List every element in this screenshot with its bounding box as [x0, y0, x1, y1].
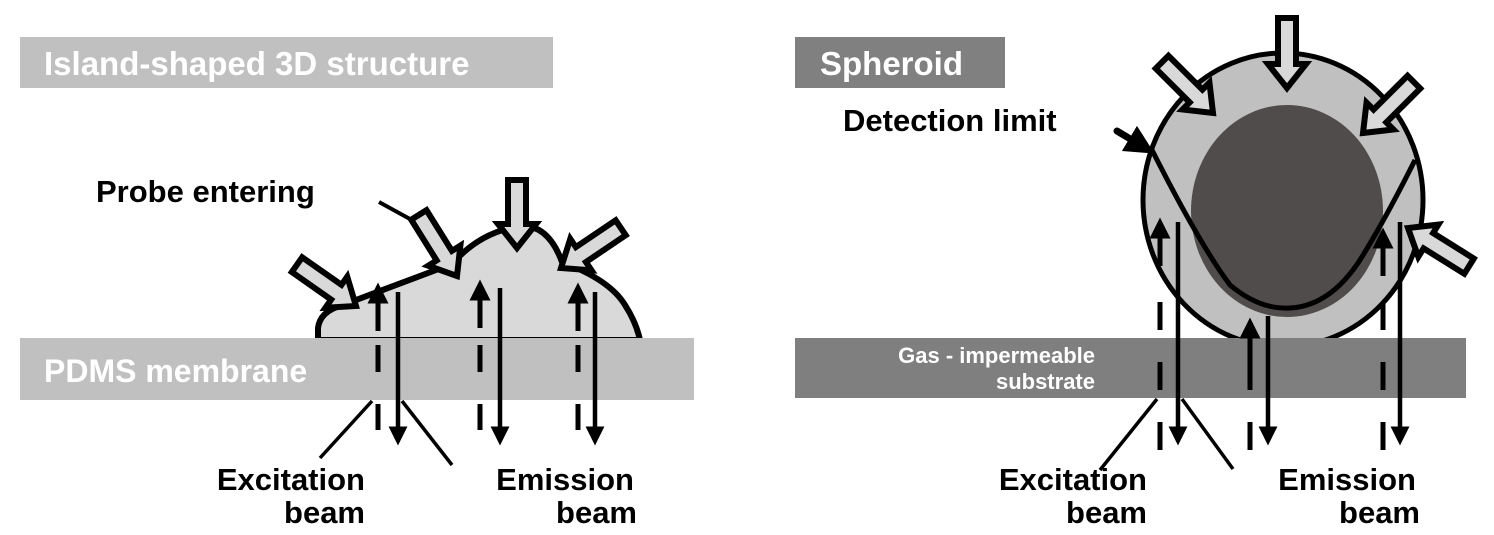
- probe-arrow: [1151, 51, 1217, 117]
- right-excitation-label-line2: beam: [1066, 495, 1147, 530]
- left-title: Island-shaped 3D structure: [44, 45, 469, 82]
- spheroid-core: [1191, 105, 1383, 317]
- beam-pair: [469, 279, 510, 446]
- probe-arrow: [407, 206, 465, 281]
- left-probe-arrows: [287, 177, 630, 312]
- detection-limit-label: Detection limit: [843, 103, 1057, 138]
- detection-limit-arrow: [1113, 125, 1155, 154]
- right-emission-leader-line: [1180, 397, 1235, 471]
- substrate-label-line2: substrate: [996, 369, 1095, 394]
- excitation-leader-line: [318, 399, 374, 460]
- right-title-box: Spheroid: [795, 37, 1005, 88]
- gas-impermeable-substrate: [795, 338, 1466, 398]
- probe-arrow: [556, 216, 630, 274]
- substrate-label-line1: Gas - impermeable: [898, 343, 1095, 368]
- pdms-membrane: [20, 338, 694, 400]
- right-emission-label-line1: Emission: [1278, 462, 1416, 497]
- probe-arrow: [1261, 15, 1313, 93]
- probe-arrow: [1359, 71, 1425, 137]
- emission-leader-line: [400, 399, 454, 467]
- right-title: Spheroid: [820, 45, 963, 82]
- left-emission-label-line1: Emission: [496, 462, 634, 497]
- right-excitation-leader-line: [1098, 397, 1159, 472]
- left-title-background: [20, 37, 553, 88]
- probe-arrow: [287, 253, 360, 312]
- spheroid: [1140, 50, 1426, 350]
- left-panel: Island-shaped 3D structure PDMS membrane…: [20, 37, 694, 530]
- beam-pair: [1149, 217, 1188, 450]
- left-beams: [367, 279, 605, 446]
- beam-pair: [1239, 316, 1278, 450]
- right-title-background: [795, 37, 1005, 88]
- pdms-membrane-label: PDMS membrane: [44, 353, 307, 389]
- probe-entering-label: Probe entering: [96, 174, 315, 209]
- right-beams: [1149, 217, 1410, 450]
- left-emission-label-line2: beam: [556, 495, 637, 530]
- left-excitation-label-line2: beam: [284, 495, 365, 530]
- right-emission-label-line2: beam: [1339, 495, 1420, 530]
- right-excitation-label-line1: Excitation: [999, 462, 1147, 497]
- right-panel: Spheroid Gas - impermeable substrate Det…: [795, 15, 1478, 530]
- right-probe-arrows: [1151, 15, 1478, 278]
- probe-arrow: [491, 177, 543, 253]
- beam-pair: [367, 282, 408, 446]
- left-excitation-label-line1: Excitation: [217, 462, 365, 497]
- left-title-box: Island-shaped 3D structure: [20, 37, 553, 88]
- beam-pair: [567, 282, 605, 446]
- probe-arrow: [1403, 220, 1478, 278]
- beam-pair: [1372, 222, 1410, 450]
